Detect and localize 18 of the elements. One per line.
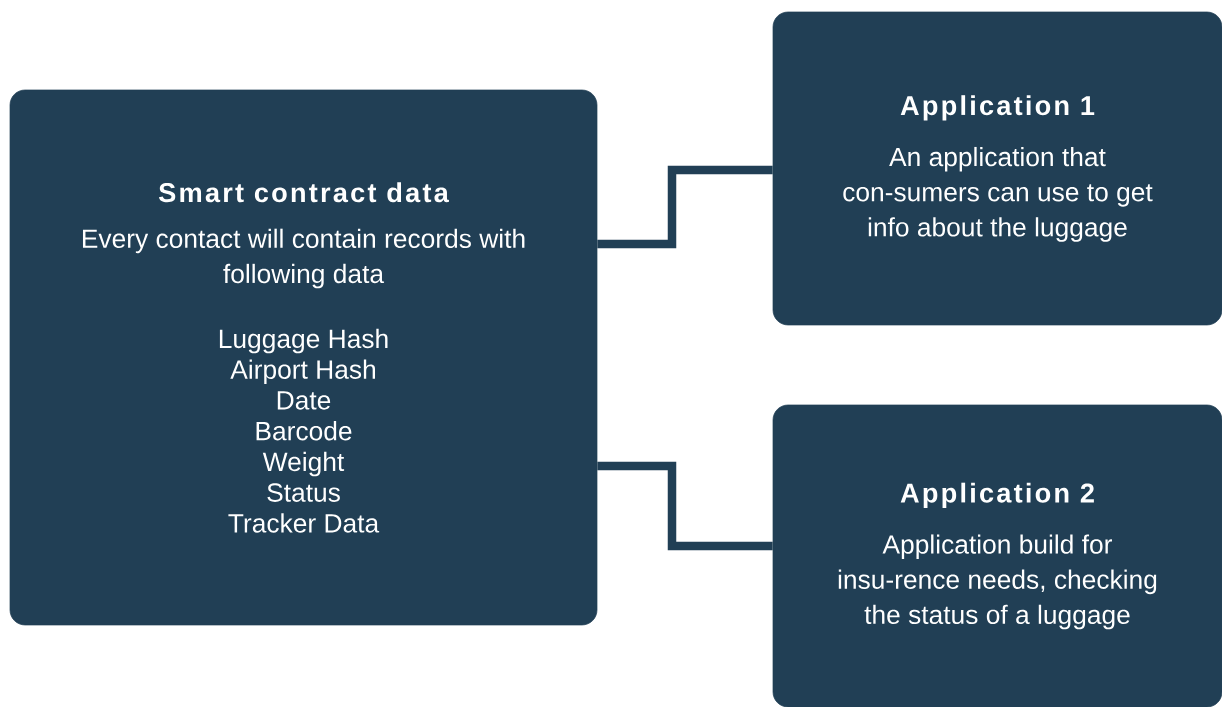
- description: Application build for insu-rence needs, checking the status of a luggage: [838, 534, 1157, 630]
- field-name: Airport Hash: [230, 359, 375, 385]
- heading: Application 2: [900, 482, 1094, 509]
- info-box: [772, 11, 1222, 326]
- heading: Application 1: [900, 95, 1095, 121]
- heading: Smart contract data: [158, 182, 449, 203]
- field-name: Tracker Data: [228, 513, 380, 533]
- field-name: Weight: [262, 451, 345, 477]
- field-name: Luggage Hash: [219, 328, 388, 354]
- info-box: [772, 404, 1222, 707]
- field-name: Status: [267, 483, 340, 502]
- info-box: [9, 89, 598, 626]
- connector-line: [597, 461, 773, 551]
- field-name: Barcode: [256, 421, 352, 441]
- connector-line: [597, 165, 773, 249]
- description: An application that con-sumers can use to get info about the luggage: [843, 146, 1153, 242]
- description: Every contact will contain records with following data: [83, 228, 525, 289]
- field-name: Date: [277, 391, 331, 410]
